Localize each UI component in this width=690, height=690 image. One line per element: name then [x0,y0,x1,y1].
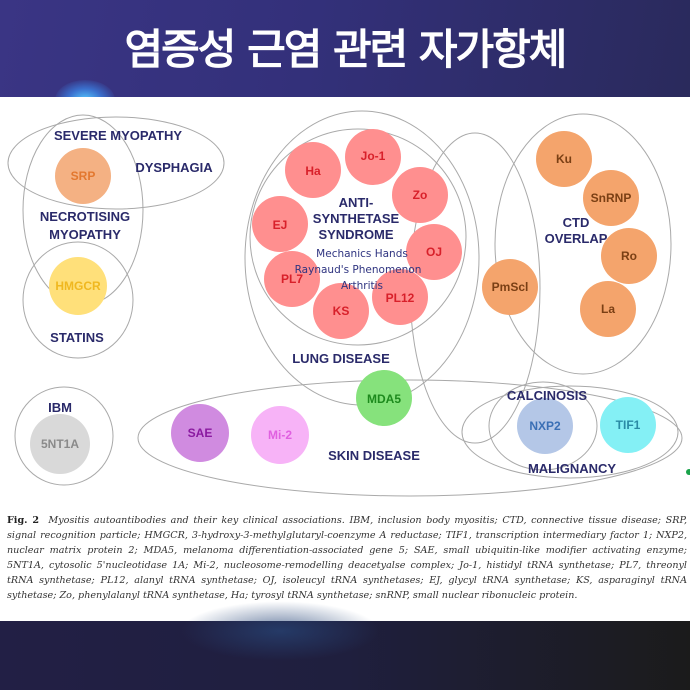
svg-text:MDA5: MDA5 [367,392,401,406]
anti-synthetase-label-3: SYNDROME [318,227,393,242]
skin-disease-ellipse [137,379,683,497]
ro-label: Ro [621,249,637,263]
ibm-label: IBM [48,400,72,415]
jo1-label: Jo-1 [361,149,386,163]
skin-disease-label: SKIN DISEASE [328,448,420,463]
ctd-antibodies [482,131,657,337]
5nt1a-bubble: 5NT1A [30,414,90,474]
decorative-glow [55,80,115,97]
anti-synthetase-circle [249,128,467,346]
calcinosis-label: CALCINOSIS [507,388,588,403]
ha-label: Ha [305,164,321,178]
srp-bubble: SRP [55,148,111,204]
footer-banner [0,601,690,690]
snrnp-label: SnRNP [591,191,632,205]
hmgcr-bubble: HMGCR [49,257,107,315]
tif1-bubble: TIF1 [600,397,656,453]
decorative-glow [180,601,380,661]
green-dot [686,469,690,475]
pl12-label: PL12 [386,291,415,305]
svg-text:5NT1A: 5NT1A [41,437,79,451]
ku-label: Ku [556,152,572,166]
sae-bubble: SAE [171,404,229,462]
anti-synthetase-label-2: SYNTHETASE [313,211,400,226]
svg-text:NXP2: NXP2 [529,419,561,433]
feature-raynauds: Raynaud's Phenomenon [295,264,422,276]
svg-text:HMGCR: HMGCR [55,279,101,293]
anti-synthetase-label-1: ANTI- [339,195,374,210]
ctd-overlap-ellipse [494,113,672,375]
svg-text:SRP: SRP [71,169,96,183]
statins-circle [22,241,134,359]
pmscl-label: PmScl [492,280,529,294]
severe-myopathy-ellipse [7,116,225,210]
la-label: La [601,302,615,316]
overlap-label: OVERLAP [545,231,608,246]
ej-label: EJ [273,218,288,232]
anti-synthetase-antibodies [252,129,462,339]
pl7-label: PL7 [281,272,303,286]
statins-label: STATINS [50,330,104,345]
feature-mechanics-hands: Mechanics Hands [316,248,408,260]
caption-fig-label: Fig. 2 [7,515,40,526]
mi2-bubble: Mi-2 [251,406,309,464]
lung-disease-label: LUNG DISEASE [292,351,390,366]
header-banner: 염증성 근염 관련 자가항체 [0,0,690,97]
oj-label: OJ [426,245,442,259]
severe-myopathy-label: SEVERE MYOPATHY [54,128,182,143]
calcinosis-circle [488,381,598,471]
ctd-label: CTD [563,215,590,230]
ks-label: KS [333,304,350,318]
dysphagia-label: DYSPHAGIA [135,160,213,175]
ibm-circle [14,386,114,486]
zo-label: Zo [413,188,428,202]
necrotising-label: NECROTISING [40,209,130,224]
caption-text: Myositis autoantibodies and their key cl… [7,515,688,601]
malignancy-ellipse [461,385,679,479]
feature-arthritis: Arthritis [341,280,383,292]
svg-text:Mi-2: Mi-2 [268,428,292,442]
svg-text:TIF1: TIF1 [616,418,641,432]
svg-text:SAE: SAE [188,426,213,440]
page-title: 염증성 근염 관련 자가항체 [124,25,568,74]
figure-caption: Fig. 2 Myositis autoantibodies and their… [0,501,690,621]
malignancy-label: MALIGNANCY [528,461,616,476]
nxp2-bubble: NXP2 [517,398,573,454]
myopathy-label: MYOPATHY [49,227,121,242]
mda5-bubble: MDA5 [356,370,412,426]
venn-diagram: SRP HMGCR Ha Jo-1 Zo EJ OJ PL7 KS PL12 [0,97,690,501]
